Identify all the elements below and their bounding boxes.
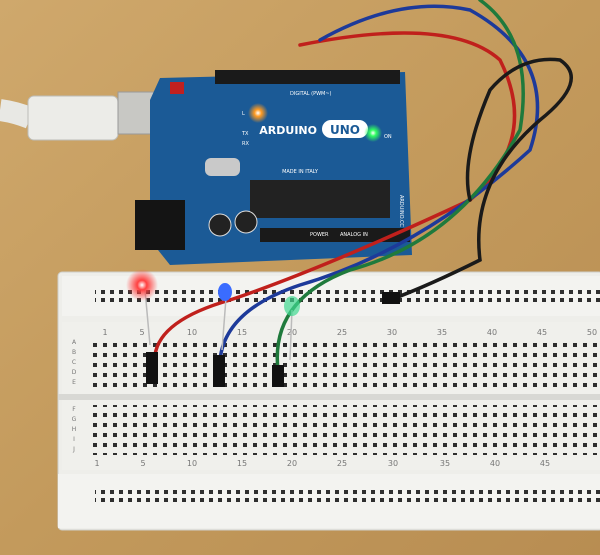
capacitor <box>234 210 258 234</box>
model-label: UNO <box>330 123 360 137</box>
column-number: 5 <box>139 328 144 337</box>
column-number: 20 <box>287 328 297 337</box>
green-led <box>284 296 300 316</box>
column-number: 10 <box>187 328 197 337</box>
row-letter: A <box>72 339 77 346</box>
column-number: 15 <box>237 328 247 337</box>
red-led <box>126 269 158 301</box>
column-number: 1 <box>102 328 107 337</box>
black-wire <box>388 57 573 302</box>
wire-connector <box>213 355 225 387</box>
pin13-led <box>248 103 268 123</box>
digital-header <box>215 70 400 84</box>
column-number: 1 <box>94 459 99 468</box>
column-number: 35 <box>437 328 447 337</box>
row-letter: F <box>72 406 76 413</box>
on-label: ON <box>384 134 392 140</box>
rx-label: RX <box>242 141 249 147</box>
column-number: 45 <box>537 328 547 337</box>
analog-label: ANALOG IN <box>340 232 368 238</box>
wire-connector <box>382 292 400 304</box>
arduino-board: ARDUINO UNO MADE IN ITALY DIGITAL (PWM~)… <box>135 70 412 265</box>
blue-led <box>218 283 232 301</box>
column-number: 20 <box>287 459 297 468</box>
column-number: 35 <box>440 459 450 468</box>
column-number: 15 <box>237 459 247 468</box>
column-number: 40 <box>487 328 497 337</box>
row-letter: I <box>73 436 75 443</box>
power-led <box>364 124 382 142</box>
column-number: 5 <box>140 459 145 468</box>
reset-button[interactable] <box>170 82 184 94</box>
column-number: 40 <box>490 459 500 468</box>
column-number: 25 <box>337 328 347 337</box>
column-number: 30 <box>387 328 397 337</box>
brand-label: ARDUINO <box>259 124 317 137</box>
column-number: 25 <box>337 459 347 468</box>
blue-wire <box>218 4 540 362</box>
l-label: L <box>242 111 245 117</box>
column-number: 50 <box>587 328 597 337</box>
capacitor <box>208 213 232 237</box>
crystal <box>205 158 240 176</box>
row-letter: E <box>72 379 76 386</box>
power-analog-header <box>260 228 410 242</box>
power-jack <box>135 200 185 250</box>
wire-connector <box>272 365 284 387</box>
made-in-label: MADE IN ITALY <box>282 169 319 175</box>
tx-label: TX <box>241 131 249 137</box>
row-letter: D <box>72 369 77 376</box>
row-letter: G <box>72 416 77 423</box>
model-badge <box>322 120 368 138</box>
wire-connector <box>146 352 158 384</box>
digital-label: DIGITAL (PWM~) <box>290 91 332 97</box>
side-label: ARDUINO.CC <box>398 195 404 227</box>
row-letter: B <box>72 349 76 356</box>
row-letter: C <box>72 359 76 366</box>
atmega-chip <box>250 180 390 218</box>
leds <box>126 269 300 361</box>
column-number: 45 <box>540 459 550 468</box>
column-number: 10 <box>187 459 197 468</box>
column-number: 30 <box>388 459 398 468</box>
power-label: POWER <box>310 232 329 238</box>
row-letter: J <box>72 446 75 453</box>
row-letter: H <box>72 426 77 433</box>
